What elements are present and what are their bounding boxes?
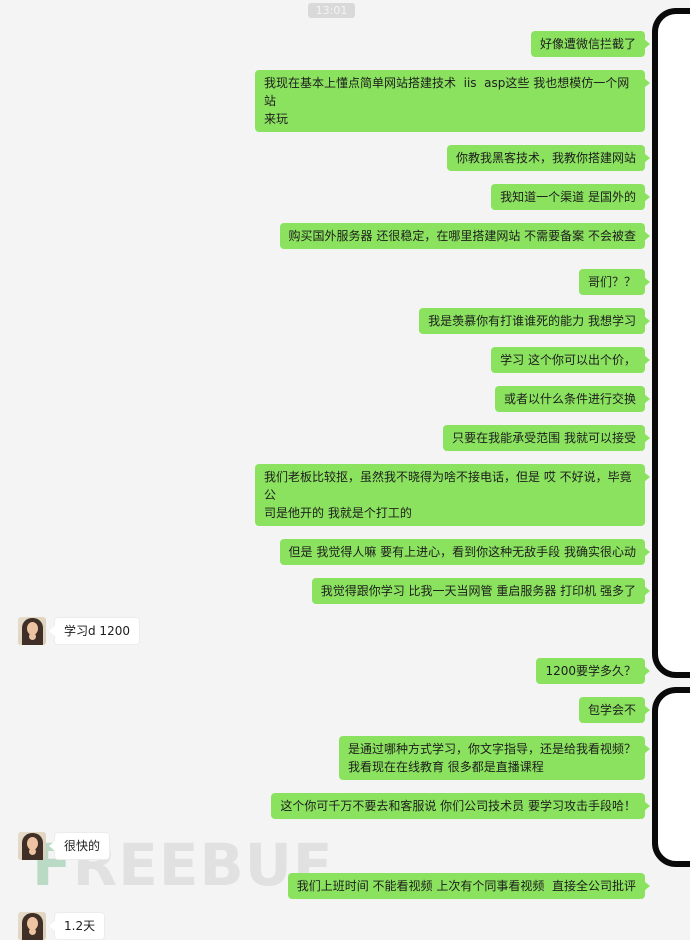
sent-message-row: 购买国外服务器 还很稳定，在哪里搭建网站 不需要备案 不会被查 (18, 223, 651, 249)
contact-avatar[interactable] (18, 912, 46, 940)
sent-bubble[interactable]: 你教我黑客技术，我教你搭建网站 (446, 145, 651, 171)
sent-bubble[interactable]: 我知道一个渠道 是国外的 (491, 184, 650, 210)
phone-frame-bottom (652, 687, 690, 867)
message-text: 包学会不 (587, 703, 636, 717)
sent-bubble[interactable]: 但是 我觉得人嘛 要有上进心，看到你这种无敌手段 我确实很心动 (279, 539, 651, 565)
message-text: 这个你可千万不要去和客服说 你们公司技术员 要学习攻击手段哈！ (280, 799, 636, 813)
sent-message-row: 好像遭微信拦截了 (18, 31, 651, 57)
message-text: 司是他开的 我就是个打工的 (264, 506, 412, 520)
sent-message-row: 我是羡慕你有打谁谁死的能力 我想学习 (18, 308, 650, 334)
message-text: 只要在我能承受范围 我就可以接受 (452, 431, 636, 445)
sent-message-row: 是通过哪种方式学习，你文字指导，还是给我看视频？ 我看现在在线教育 很多都是直播课… (18, 736, 651, 780)
message-text: 你教我黑客技术，我教你搭建网站 (455, 151, 636, 165)
sent-bubble[interactable]: 我觉得跟你学习 比我一天当网管 重启服务器 打印机 强多了 (311, 578, 651, 604)
received-bubble[interactable]: 很快的 (48, 832, 111, 860)
message-text: 我们老板比较抠，虽然我不晓得为啥不接电话，但是 哎 不好说，毕竟公 (264, 470, 632, 502)
sent-message-row: 这个你可千万不要去和客服说 你们公司技术员 要学习攻击手段哈！ (18, 793, 650, 819)
message-text: 学习 这个你可以出个价， (500, 353, 636, 367)
sent-bubble[interactable]: 我是羡慕你有打谁谁死的能力 我想学习 (419, 308, 650, 334)
message-text: 我现在基本上懂点简单网站搭建技术 iis asp这些 我也想模仿一个网站 (264, 76, 630, 108)
sent-bubble[interactable]: 购买国外服务器 还很稳定，在哪里搭建网站 不需要备案 不会被查 (279, 223, 651, 249)
sent-message-row: 1200要学多久？ (18, 658, 650, 684)
message-text: 我觉得跟你学习 比我一天当网管 重启服务器 打印机 强多了 (320, 584, 636, 598)
message-text: 购买国外服务器 还很稳定，在哪里搭建网站 不需要备案 不会被查 (288, 229, 636, 243)
sent-message-row: 我们上班时间 不能看视频 上次有个同事看视频 直接全公司批评 (18, 873, 651, 899)
sent-bubble[interactable]: 包学会不 (578, 697, 651, 723)
chat-area: 13:01 好像遭微信拦截了我现在基本上懂点简单网站搭建技术 iis asp这些… (18, 3, 651, 940)
avatar-face (27, 622, 38, 635)
sent-bubble[interactable]: 只要在我能承受范围 我就可以接受 (443, 425, 650, 451)
received-bubble[interactable]: 1.2天 (48, 912, 106, 940)
message-text: 哥们？？ (587, 275, 636, 289)
received-bubble[interactable]: 学习d 1200 (49, 617, 140, 645)
message-text: 但是 我觉得人嘛 要有上进心，看到你这种无敌手段 我确实很心动 (288, 545, 636, 559)
sent-message-row: 包学会不 (18, 697, 651, 723)
received-message-row: 1.2天 (18, 912, 645, 940)
sent-message-row: 我知道一个渠道 是国外的 (18, 184, 650, 210)
sent-bubble[interactable]: 或者以什么条件进行交换 (494, 386, 651, 412)
sent-message-row: 学习 这个你可以出个价， (18, 347, 650, 373)
message-text: 1.2天 (64, 919, 96, 933)
sent-message-row: 我们老板比较抠，虽然我不晓得为啥不接电话，但是 哎 不好说，毕竟公司是他开的 我… (18, 464, 650, 526)
phone-frame-top (652, 8, 690, 678)
contact-avatar[interactable] (18, 617, 46, 645)
sent-bubble[interactable]: 我们老板比较抠，虽然我不晓得为啥不接电话，但是 哎 不好说，毕竟公司是他开的 我… (255, 464, 650, 526)
message-text: 我看现在在线教育 很多都是直播课程 (347, 760, 544, 774)
sent-message-row: 我觉得跟你学习 比我一天当网管 重启服务器 打印机 强多了 (18, 578, 651, 604)
message-text: 很快的 (64, 839, 101, 853)
avatar-hand (29, 848, 36, 855)
avatar-hand (29, 633, 36, 640)
message-text: 来玩 (264, 112, 289, 126)
sent-bubble[interactable]: 是通过哪种方式学习，你文字指导，还是给我看视频？ 我看现在在线教育 很多都是直播课… (338, 736, 651, 780)
sent-bubble[interactable]: 哥们？？ (578, 269, 651, 295)
message-text: 我是羡慕你有打谁谁死的能力 我想学习 (428, 314, 636, 328)
message-text: 1200要学多久？ (545, 664, 636, 678)
sent-bubble[interactable]: 我现在基本上懂点简单网站搭建技术 iis asp这些 我也想模仿一个网站来玩 (255, 70, 650, 132)
timestamp-badge: 13:01 (307, 3, 356, 18)
sent-bubble[interactable]: 1200要学多久？ (536, 658, 650, 684)
sent-message-row: 或者以什么条件进行交换 (18, 386, 651, 412)
timestamp-row: 13:01 (18, 3, 645, 18)
message-text: 好像遭微信拦截了 (539, 37, 636, 51)
contact-avatar[interactable] (18, 832, 46, 860)
avatar-face (27, 837, 38, 850)
sent-bubble[interactable]: 这个你可千万不要去和客服说 你们公司技术员 要学习攻击手段哈！ (271, 793, 650, 819)
message-text: 我们上班时间 不能看视频 上次有个同事看视频 直接全公司批评 (296, 879, 636, 893)
message-text: 我知道一个渠道 是国外的 (500, 190, 636, 204)
sent-bubble[interactable]: 我们上班时间 不能看视频 上次有个同事看视频 直接全公司批评 (287, 873, 651, 899)
received-message-row: 学习d 1200 (18, 617, 645, 645)
sent-message-row: 我现在基本上懂点简单网站搭建技术 iis asp这些 我也想模仿一个网站来玩 (18, 70, 650, 132)
sent-message-row: 哥们？？ (18, 269, 651, 295)
message-text: 是通过哪种方式学习，你文字指导，还是给我看视频？ (347, 742, 636, 756)
message-text: 或者以什么条件进行交换 (503, 392, 636, 406)
sent-message-row: 你教我黑客技术，我教你搭建网站 (18, 145, 651, 171)
message-text: 学习d 1200 (64, 624, 130, 638)
sent-message-row: 只要在我能承受范围 我就可以接受 (18, 425, 650, 451)
sent-bubble[interactable]: 学习 这个你可以出个价， (491, 347, 650, 373)
sent-bubble[interactable]: 好像遭微信拦截了 (530, 31, 651, 57)
avatar-hand (29, 928, 36, 935)
sent-message-row: 但是 我觉得人嘛 要有上进心，看到你这种无敌手段 我确实很心动 (18, 539, 651, 565)
received-message-row: 很快的 (18, 832, 645, 860)
